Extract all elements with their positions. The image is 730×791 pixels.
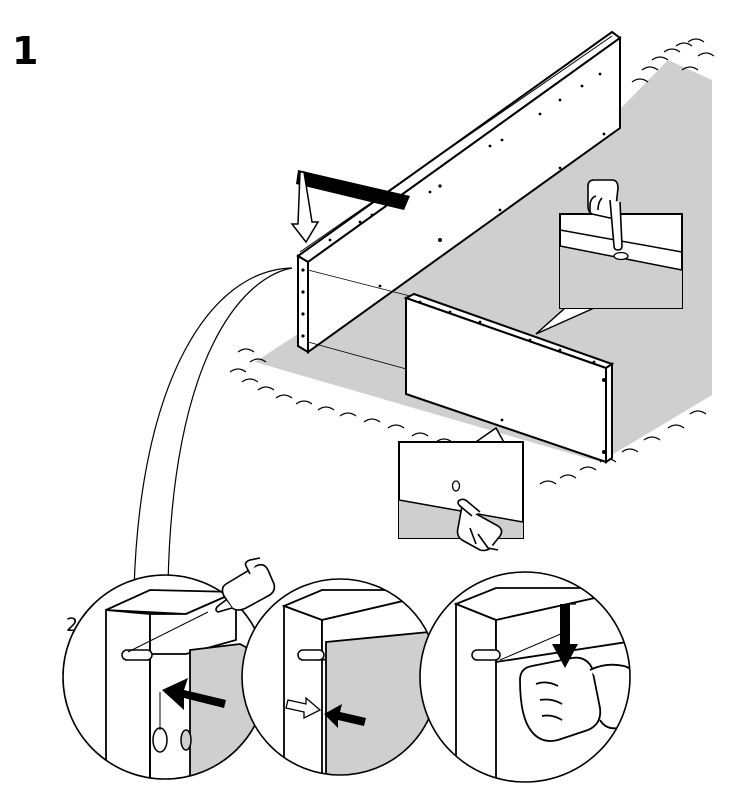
callout-curves [133, 267, 293, 591]
insert-arrow [290, 170, 410, 244]
step-number: 1 [12, 29, 39, 73]
detail-circle-2 [241, 578, 439, 776]
right-arrow-outline-icon [285, 696, 322, 720]
pointing-hand-icon [215, 557, 276, 613]
detail-zoom-top [535, 179, 683, 335]
left-arrow-icon [162, 678, 226, 710]
pointing-hand-icon [587, 179, 623, 251]
alignment-lines [307, 269, 411, 371]
detail-zoom-bottom [398, 426, 524, 552]
fist-hand-icon [519, 656, 630, 742]
short-panel [403, 292, 615, 464]
long-panel [296, 30, 622, 354]
down-arrow-icon [552, 604, 578, 668]
detail-circle-3 [419, 571, 631, 783]
pointing-hand-icon [456, 498, 503, 552]
left-arrow-icon [324, 704, 366, 728]
